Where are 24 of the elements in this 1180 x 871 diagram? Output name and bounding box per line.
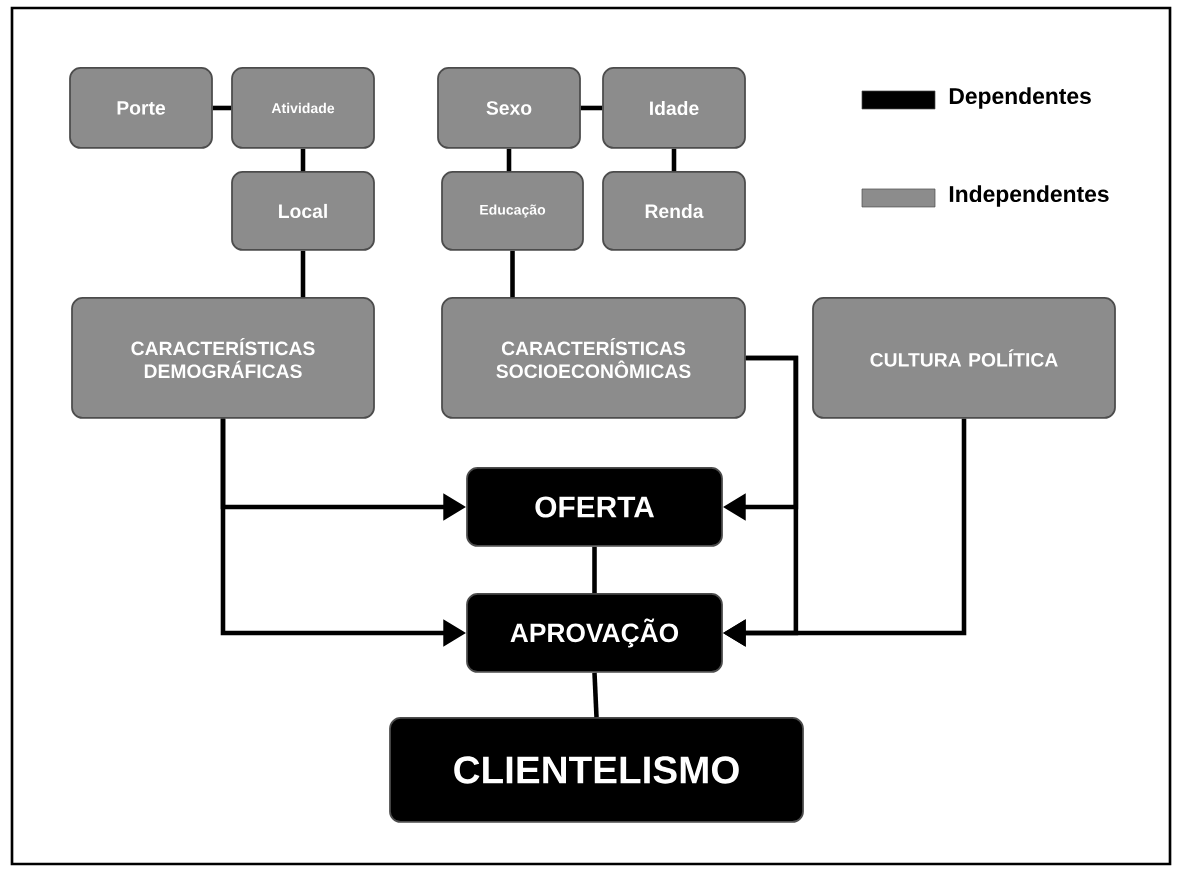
connector-line [212, 105, 232, 111]
dependent-box: APROVAÇÃO [466, 593, 723, 673]
connector-line [671, 148, 677, 172]
dependent-box: CLIENTELISMO [389, 717, 804, 823]
connector-line [592, 672, 599, 718]
legend-label: Independentes [949, 185, 1109, 207]
connector-line [506, 148, 512, 172]
independent-box: Idade [602, 67, 746, 149]
independent-box: Renda [602, 171, 746, 251]
dependent-box: OFERTA [466, 467, 723, 547]
connector-line [580, 105, 603, 111]
independent-box: CULTURA POLÍTICA [812, 297, 1116, 419]
independent-box: CARACTERÍSTICAS SOCIOECONÔMICAS [441, 297, 746, 419]
independent-box: Porte [69, 67, 213, 149]
independent-box: Local [231, 171, 375, 251]
connector-line [592, 546, 597, 594]
independent-box: CARACTERÍSTICAS DEMOGRÁFICAS [71, 297, 375, 419]
independent-box: Educação [441, 171, 584, 251]
independent-box: Atividade [231, 67, 375, 149]
independent-box: Sexo [437, 67, 581, 149]
connector-line [300, 148, 306, 172]
connector-line [300, 250, 306, 298]
connector-line [510, 250, 515, 298]
legend-label: Dependentes [949, 87, 1091, 109]
